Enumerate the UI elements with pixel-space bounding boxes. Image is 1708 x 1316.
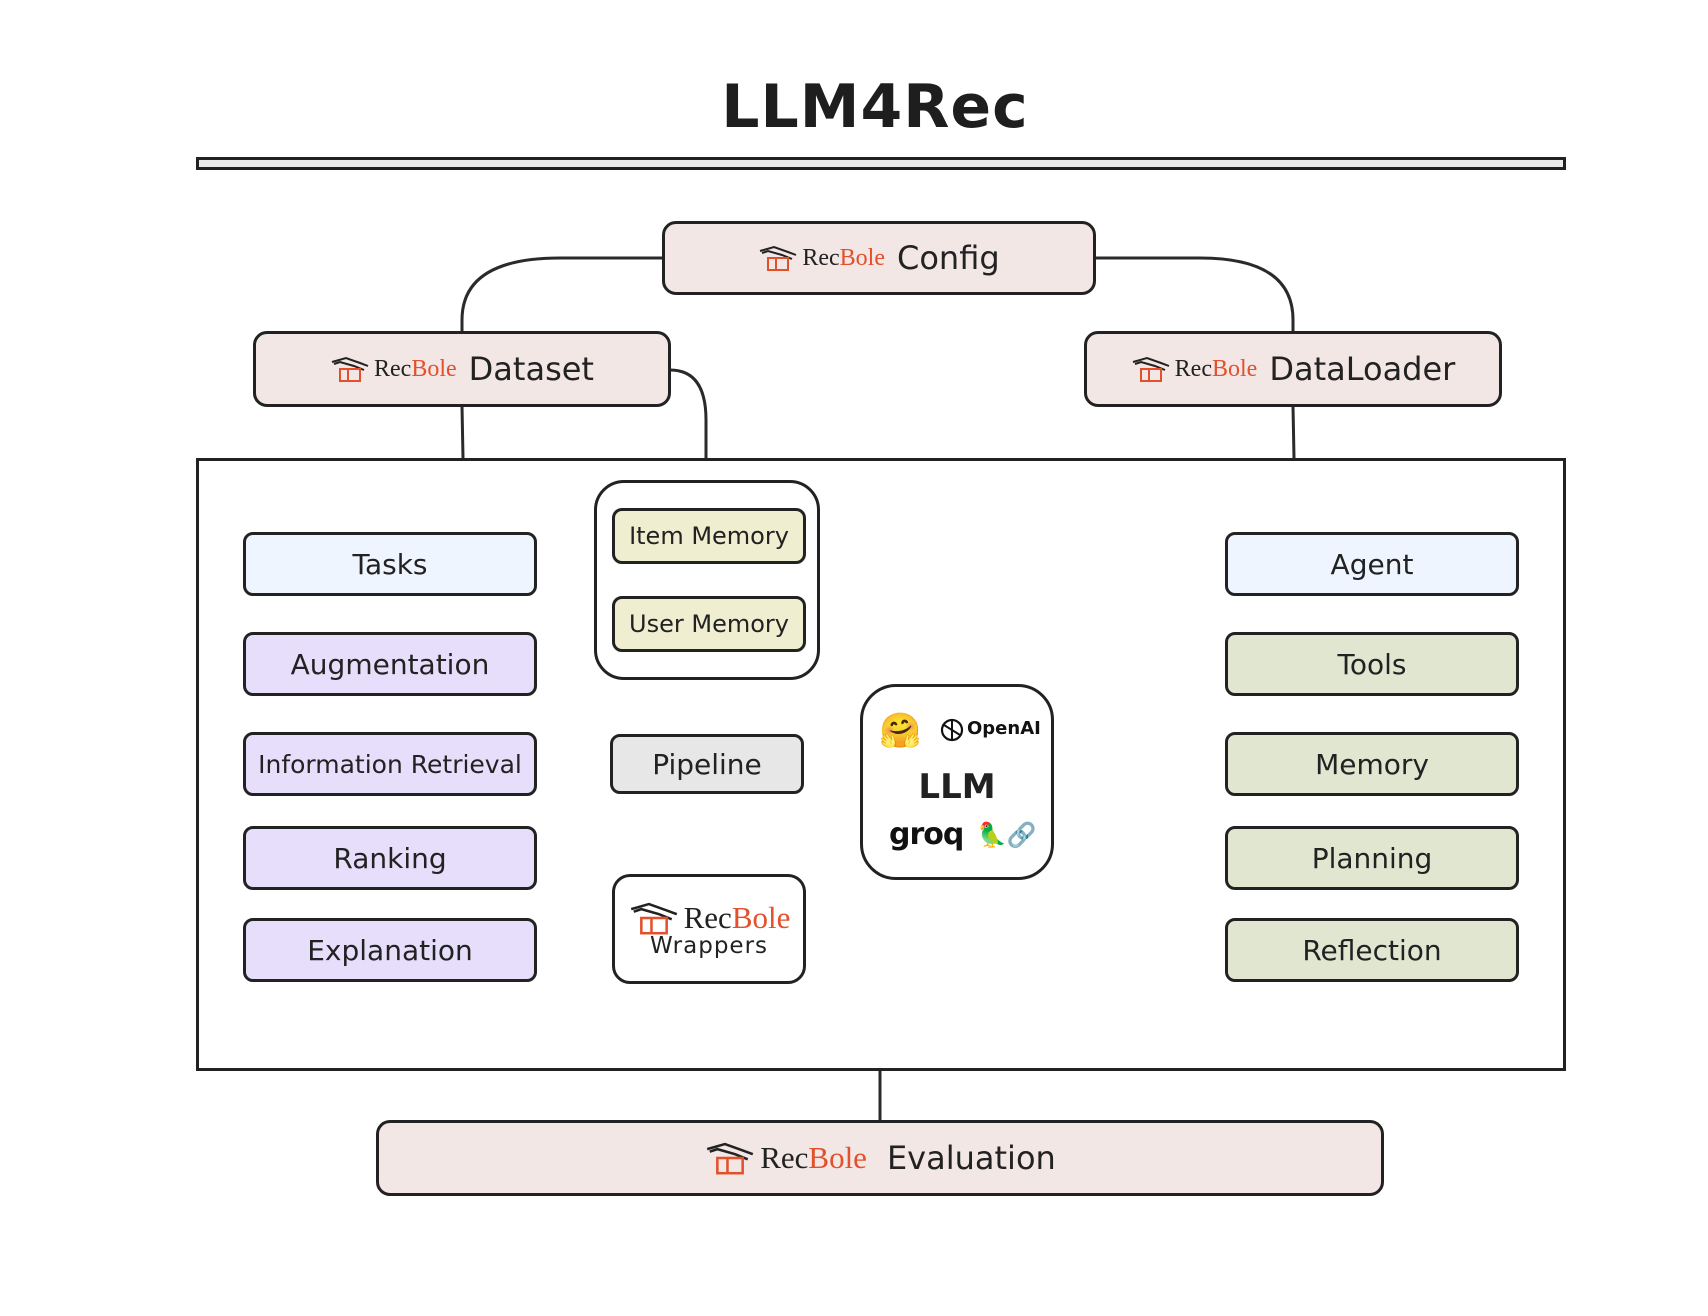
agent-node[interactable]: Agent [1225, 532, 1519, 596]
planning-node[interactable]: Planning [1225, 826, 1519, 890]
information-retrieval-label: Information Retrieval [258, 749, 522, 779]
recbole-bole-text: Bole [731, 900, 791, 935]
evaluation-label: Evaluation [886, 1139, 1056, 1177]
planning-label: Planning [1311, 841, 1433, 875]
recbole-bole-text: Bole [808, 1140, 867, 1175]
recbole-rec-text: Rec [683, 900, 732, 935]
dataloader-label: DataLoader [1269, 350, 1456, 388]
ranking-node[interactable]: Ranking [243, 826, 537, 890]
recbole-rec-text: Rec [802, 244, 840, 271]
tools-node[interactable]: Tools [1225, 632, 1519, 696]
openai-icon [939, 717, 965, 748]
recbole-logo-icon [630, 902, 677, 935]
ranking-label: Ranking [333, 841, 447, 875]
wrappers-label: Wrappers [649, 933, 769, 959]
tools-label: Tools [1337, 647, 1407, 681]
recbole-logo-icon [760, 245, 797, 271]
memory-label: Memory [1315, 747, 1429, 781]
recbole-bole-text: Bole [411, 355, 457, 382]
agent-label: Agent [1330, 547, 1414, 581]
item-memory-node[interactable]: Item Memory [612, 508, 806, 564]
recbole-bole-text: Bole [1211, 355, 1258, 382]
tasks-label: Tasks [352, 547, 428, 581]
pipeline-label: Pipeline [652, 747, 762, 781]
openai-label: OpenAI [967, 718, 1041, 739]
groq-label: groq [889, 817, 964, 852]
page-title: LLM4Rec [721, 72, 1029, 142]
recbole-logo-icon [707, 1142, 754, 1175]
reflection-node[interactable]: Reflection [1225, 918, 1519, 982]
huggingface-icon: 🤗 [879, 711, 922, 751]
explanation-label: Explanation [307, 933, 473, 967]
tasks-node[interactable]: Tasks [243, 532, 537, 596]
recbole-rec-text: Rec [1174, 355, 1212, 382]
langchain-icon: 🦜🔗 [977, 821, 1037, 849]
dataset-label: Dataset [468, 350, 594, 388]
memory-node[interactable]: Memory [1225, 732, 1519, 796]
title-divider [196, 157, 1566, 170]
user-memory-node[interactable]: User Memory [612, 596, 806, 652]
item-memory-label: Item Memory [629, 522, 789, 550]
recbole-logo-icon [1132, 356, 1170, 382]
reflection-label: Reflection [1302, 933, 1442, 967]
recbole-rec-text: Rec [760, 1140, 809, 1175]
recbole-rec-text: Rec [374, 355, 412, 382]
recbole-logo-icon [331, 356, 369, 382]
information-retrieval-node[interactable]: Information Retrieval [243, 732, 537, 796]
augmentation-label: Augmentation [290, 647, 490, 681]
llm-node[interactable]: 🤗 OpenAI LLM groq 🦜🔗 [860, 684, 1054, 880]
user-memory-label: User Memory [629, 610, 789, 638]
pipeline-node[interactable]: Pipeline [610, 734, 804, 794]
config-label: Config [896, 239, 1000, 277]
recbole-bole-text: Bole [839, 244, 885, 271]
llm-label: LLM [918, 767, 996, 807]
augmentation-node[interactable]: Augmentation [243, 632, 537, 696]
explanation-node[interactable]: Explanation [243, 918, 537, 982]
